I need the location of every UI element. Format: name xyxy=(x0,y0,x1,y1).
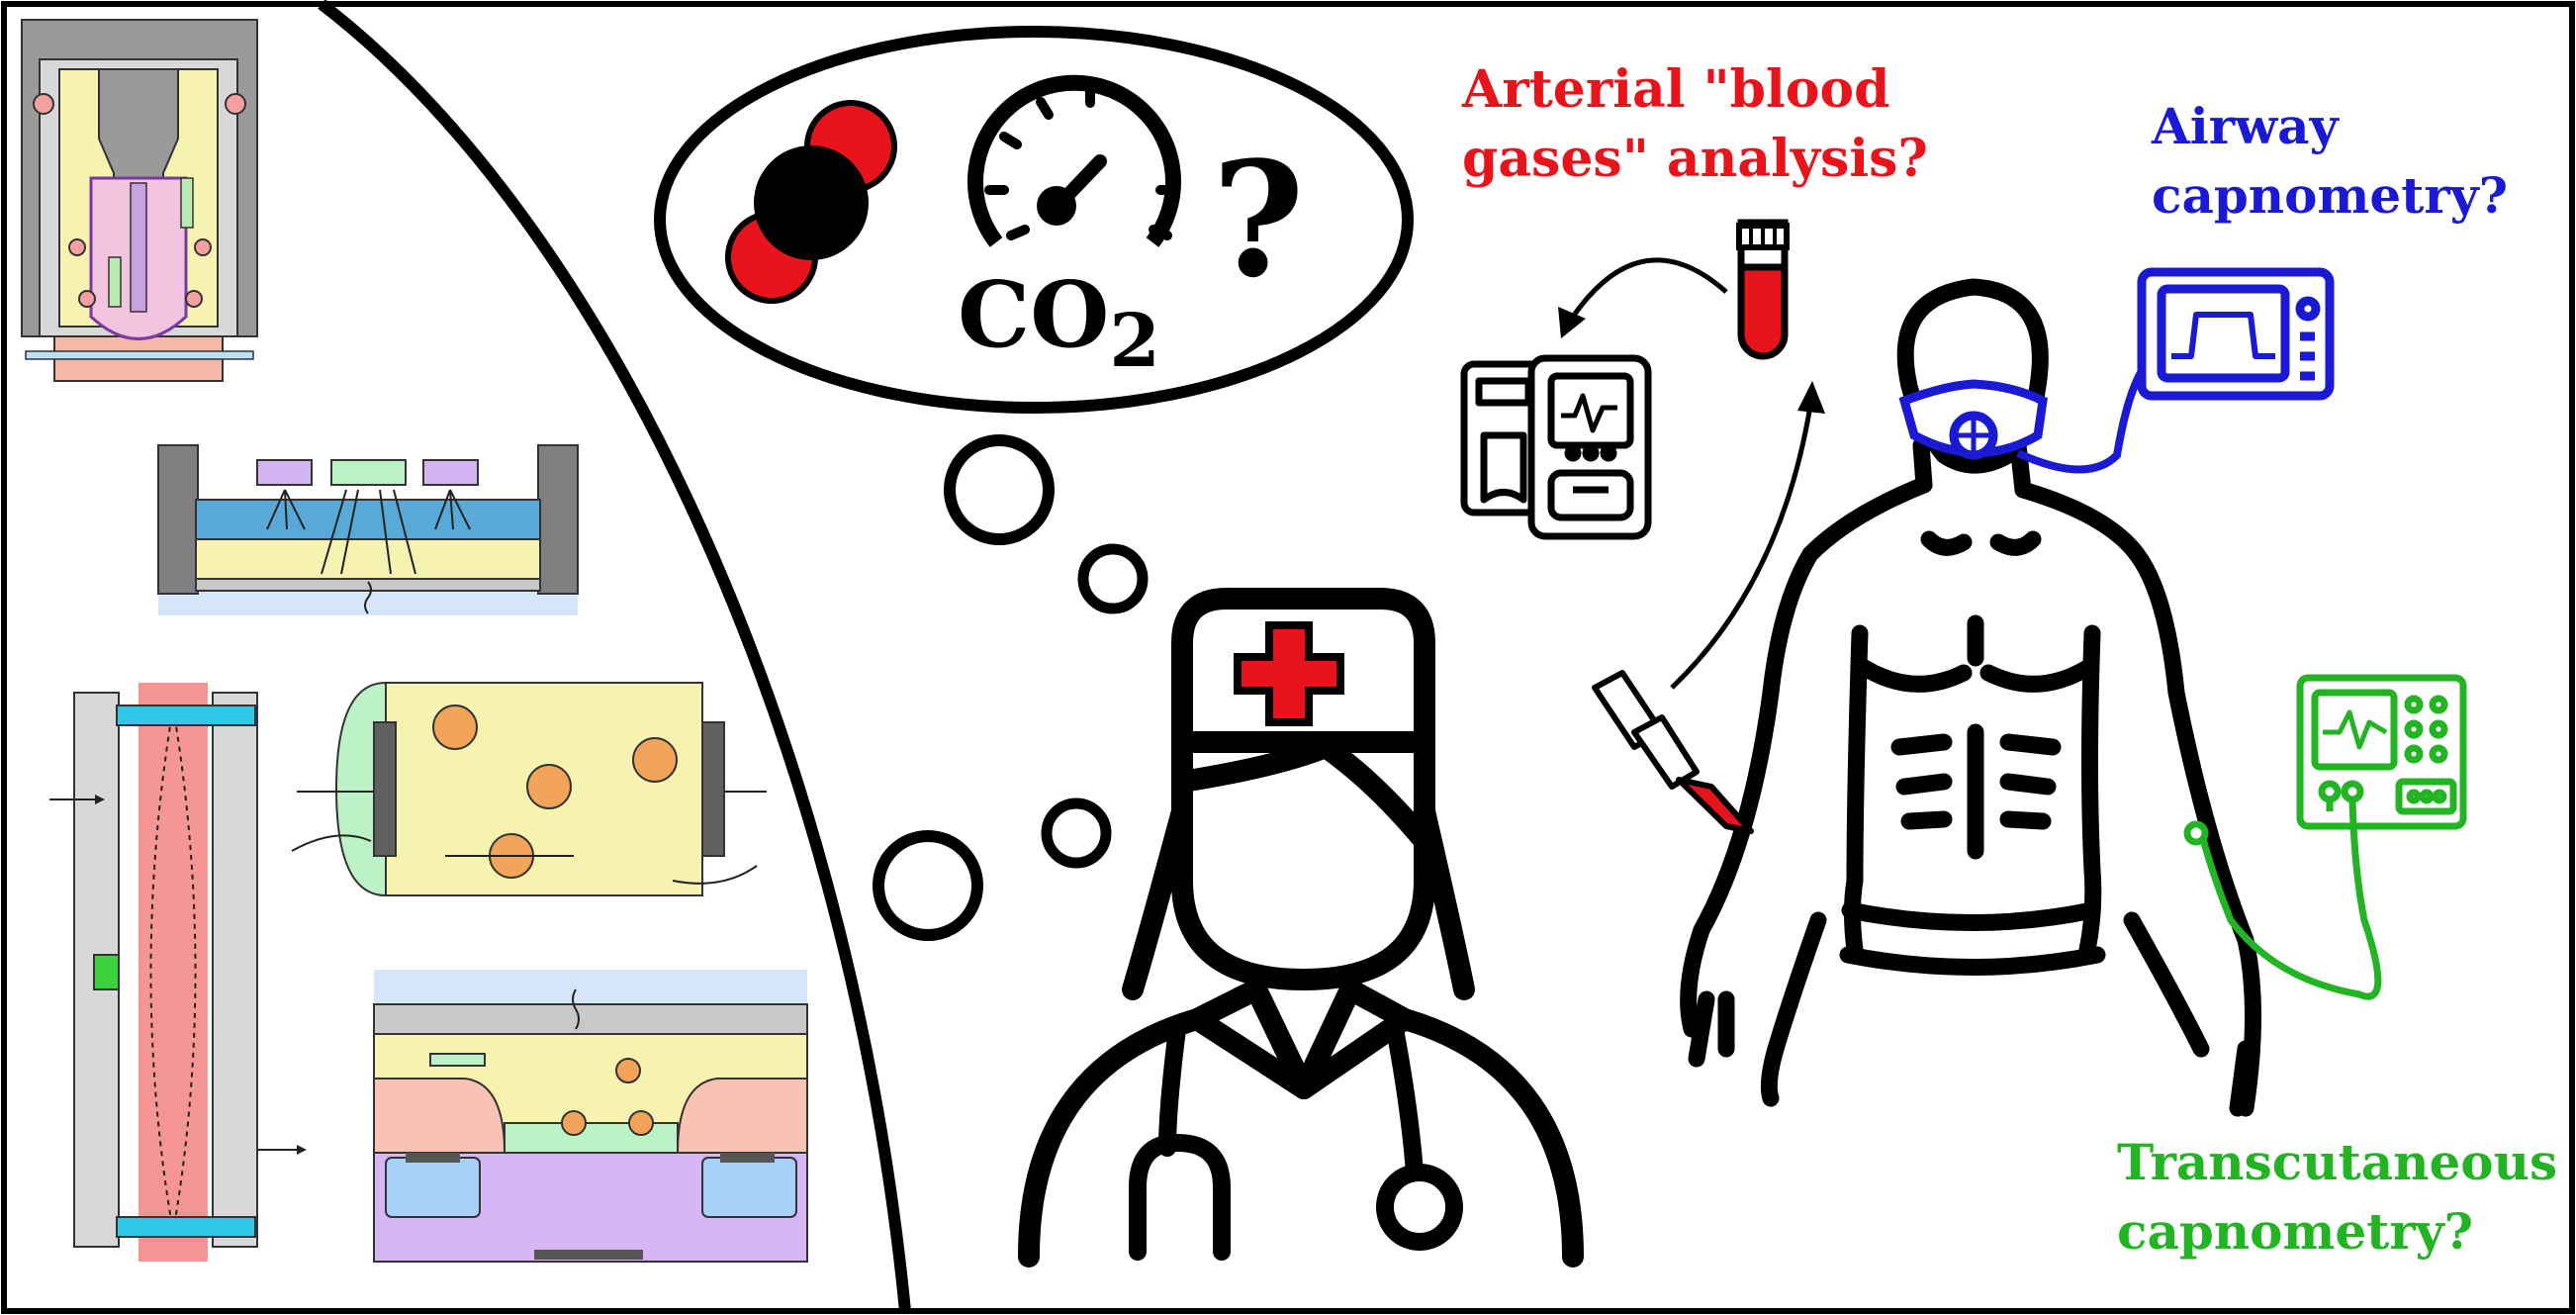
blood-gas-analyzer-icon xyxy=(1460,354,1652,540)
layered-sensor-diagram xyxy=(373,970,808,1263)
airway-label-line2: capnometry? xyxy=(2152,166,2508,225)
airway-tube xyxy=(2016,368,2146,474)
arterial-label-line2: gases" analysis? xyxy=(1462,129,1928,189)
diffusion-cell-diagram xyxy=(291,681,767,897)
arterial-label-line1: Arterial "blood xyxy=(1461,59,1889,120)
sensor-cross-section-diagram xyxy=(21,19,258,382)
breathing-mask-icon xyxy=(1898,379,2048,460)
arrow-to-analyzer xyxy=(1558,257,1728,338)
transcutaneous-label-line2: capnometry? xyxy=(2117,1202,2473,1261)
transcutaneous-label-line1: Transcutaneous xyxy=(2117,1133,2557,1191)
gas-cell-diagram xyxy=(49,683,307,1262)
airway-label-line1: Airway xyxy=(2151,97,2341,155)
co2-label: CO2 xyxy=(958,261,1160,384)
doctor-icon xyxy=(1018,588,1584,1268)
optical-sensor-diagram xyxy=(157,444,579,615)
transcutaneous-cable xyxy=(2183,798,2382,1000)
pressure-gauge-icon xyxy=(967,74,1181,247)
stethoscope-icon xyxy=(1129,1020,1463,1261)
capnograph-monitor-icon xyxy=(2137,267,2335,401)
divider-arc xyxy=(318,0,911,1312)
co2-molecule-icon xyxy=(725,100,897,304)
transcutaneous-monitor-icon xyxy=(2296,674,2467,830)
question-mark-label: ? xyxy=(1212,127,1305,313)
blood-sample-tube-icon xyxy=(1736,219,1790,360)
arterial-needle-icon xyxy=(1592,670,1754,834)
arrow-to-tube xyxy=(1670,381,1825,690)
medical-cross-icon xyxy=(1234,621,1344,726)
patient-body-icon xyxy=(1680,278,2261,1117)
